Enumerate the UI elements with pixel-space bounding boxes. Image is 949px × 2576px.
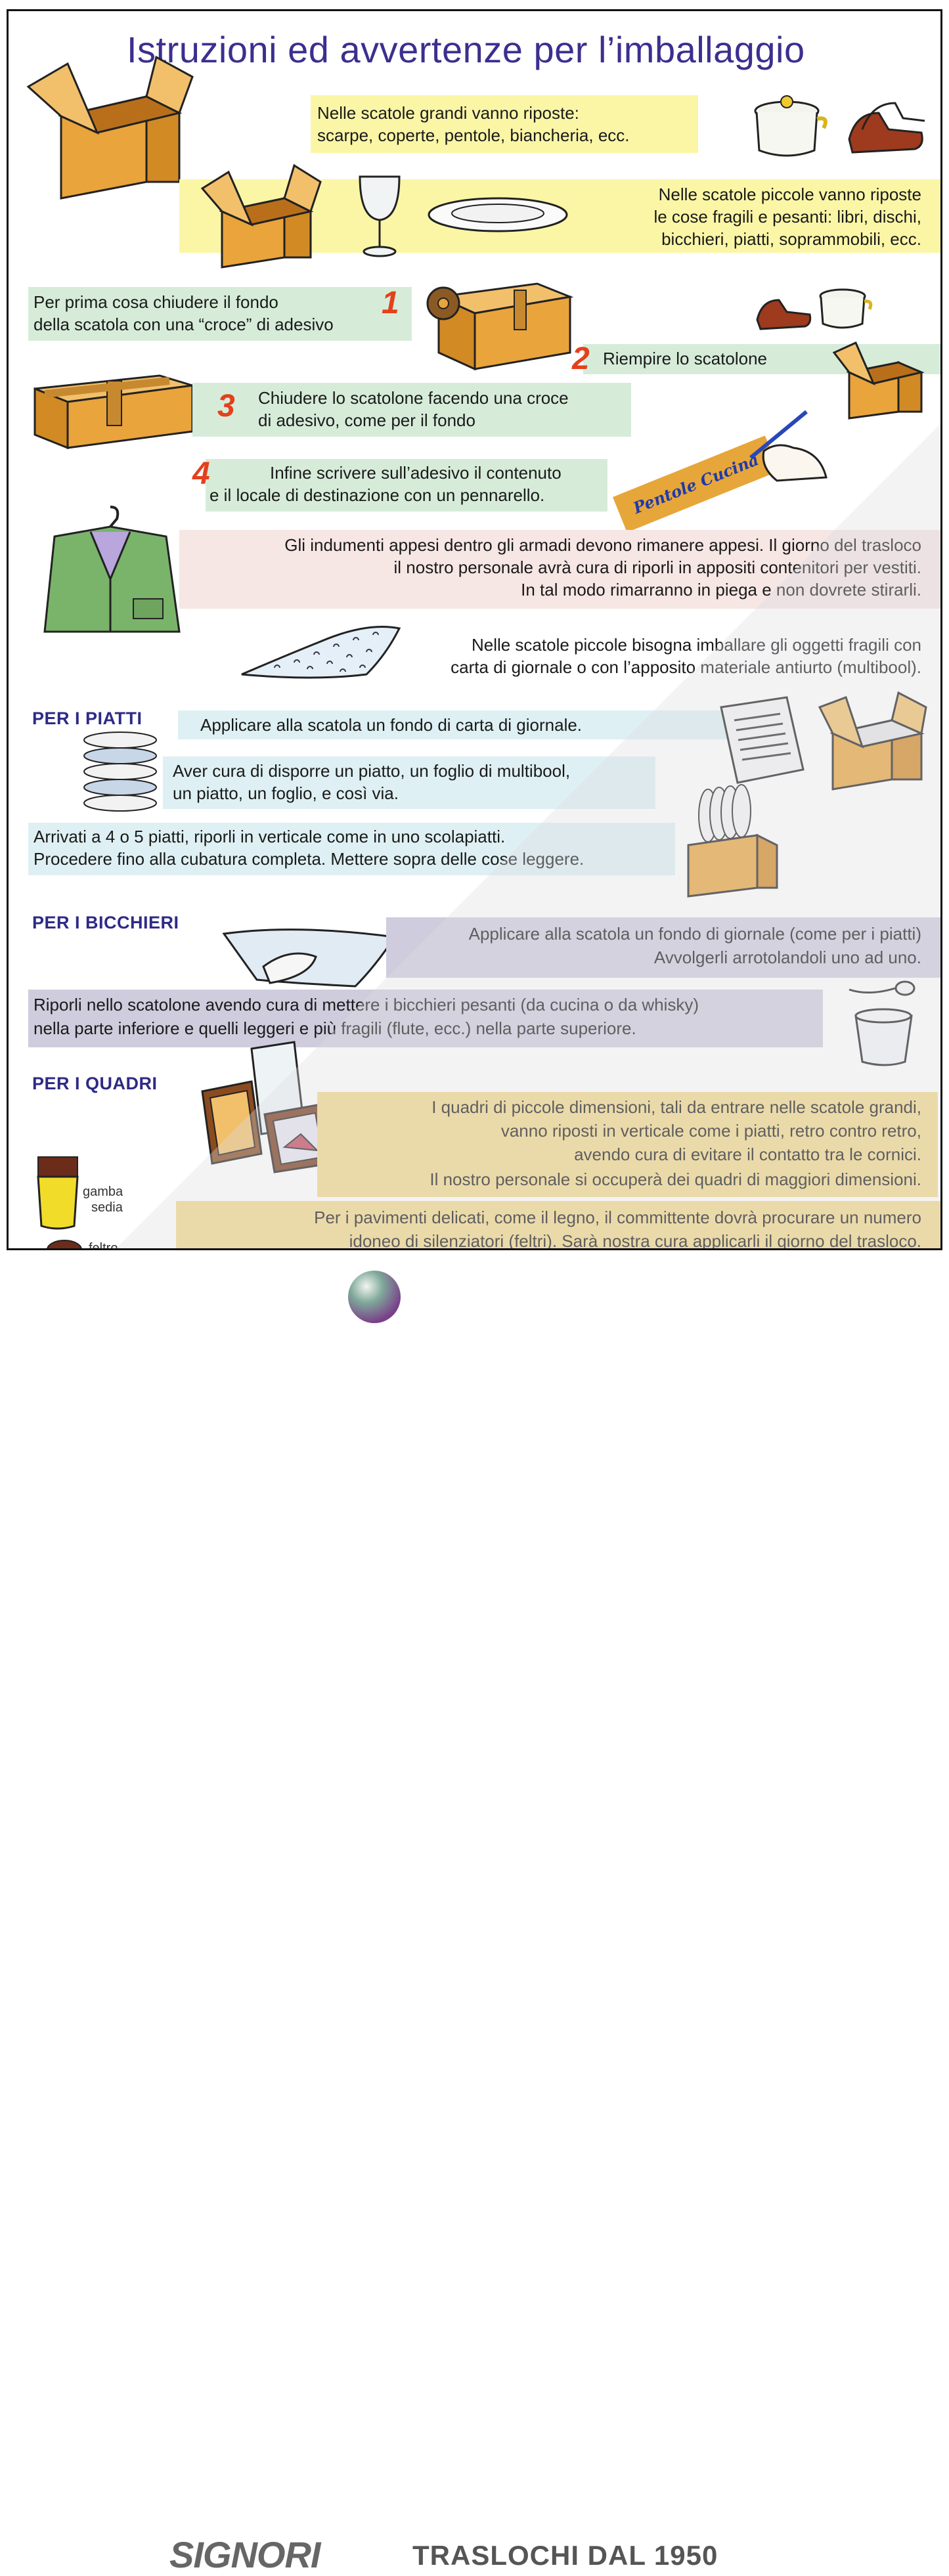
quadri-b-line-2: idoneo di silenziatori (feltri). Sarà no… <box>349 1231 921 1250</box>
step2-number: 2 <box>572 341 590 376</box>
quadri-b-band <box>176 1201 940 1248</box>
fragile-line-2: carta di giornale o con l’apposito mater… <box>451 657 921 677</box>
section-heading-quadri: PER I QUADRI <box>32 1074 158 1093</box>
piatti-b-line-1: Aver cura di disporre un piatto, un fogl… <box>173 761 571 781</box>
page-title: Istruzioni ed avvertenze per l’imballagg… <box>127 29 805 70</box>
bicchieri-a-band <box>386 917 940 978</box>
step3-line-2: di adesivo, come per il fondo <box>258 410 475 430</box>
footer: SIGNORI TRASLOCHI DAL 1950 <box>0 1261 949 2575</box>
step1-number: 1 <box>382 286 399 320</box>
small-boxes-line-2: le cose fragili e pesanti: libri, dischi… <box>653 207 921 227</box>
clothes-line-1: Gli indumenti appesi dentro gli armadi d… <box>284 535 921 555</box>
clothes-band <box>179 530 940 609</box>
bicchieri-b-band <box>28 990 823 1047</box>
wrapped-glass-icon <box>222 928 397 988</box>
glasses-icon <box>849 980 916 1066</box>
closed-box-icon <box>33 374 194 450</box>
instruction-poster: Istruzioni ed avvertenze per l’imballagg… <box>7 9 942 1250</box>
step4-line-2: e il locale di destinazione con un penna… <box>210 485 545 505</box>
fragile-line-1: Nelle scatole piccole bisogna imballare … <box>471 635 921 655</box>
step4-line-1: Infine scrivere sull’adesivo il contenut… <box>270 463 562 483</box>
section-heading-piatti: PER I PIATTI <box>32 709 143 728</box>
piatti-c-band <box>28 823 675 875</box>
plate-stack-icon <box>83 731 157 812</box>
pot-small-icon <box>819 288 873 329</box>
open-box-newspaper-icon <box>818 691 927 791</box>
taped-box-icon <box>426 282 574 371</box>
plate-icon <box>428 197 568 232</box>
piatti-a-line-1: Applicare alla scatola un fondo di carta… <box>200 715 583 735</box>
quadri-b-line-1: Per i pavimenti delicati, come il legno,… <box>314 1208 921 1227</box>
quadri-a-line-3: avendo cura di evitare il contatto tra l… <box>574 1145 921 1164</box>
piatti-b-line-2: un piatto, un foglio, e così via. <box>173 783 399 803</box>
step1-line-1: Per prima cosa chiudere il fondo <box>33 292 278 312</box>
picture-frames-icon <box>201 1041 332 1173</box>
bicchieri-a-line-1: Applicare alla scatola un fondo di giorn… <box>468 924 921 944</box>
piatti-c-line-1: Arrivati a 4 o 5 piatti, riporli in vert… <box>33 827 506 846</box>
piatti-c-line-2: Procedere fino alla cubatura completa. M… <box>33 849 585 869</box>
quadri-a-line-4: Il nostro personale si occuperà dei quad… <box>430 1169 921 1189</box>
quadri-a-line-2: vanno riposti in verticale come i piatti… <box>500 1121 921 1141</box>
quadri-a-line-1: I quadri di piccole dimensioni, tali da … <box>431 1097 921 1117</box>
vertical-plates-box-icon <box>687 784 778 898</box>
newspaper-icon <box>720 696 805 784</box>
piatti-b-band <box>163 756 655 809</box>
step3-number: 3 <box>217 389 235 424</box>
chair-leg-label-2: sedia <box>91 1200 123 1215</box>
step2-line-1: Riempire lo scatolone <box>603 349 768 368</box>
clothes-line-3: In tal modo rimarranno in piega e non do… <box>521 580 921 600</box>
section-heading-bicchieri: PER I BICCHIERI <box>32 913 179 932</box>
bubble-wrap-icon <box>241 626 401 679</box>
shoes-icon <box>848 102 925 154</box>
chair-leg-label-1: gamba <box>83 1185 123 1199</box>
step4-band <box>206 459 607 512</box>
bicchieri-b-line-2: nella parte inferiore e quelli leggeri e… <box>33 1018 636 1038</box>
big-boxes-line-2: scarpe, coperte, pentole, biancheria, ec… <box>317 125 630 145</box>
clothes-line-2: il nostro personale avrà cura di riporli… <box>393 557 922 577</box>
shoes-small-icon <box>756 299 812 330</box>
chair-leg-icon <box>37 1156 79 1230</box>
step3-line-1: Chiudere lo scatolone facendo una croce <box>258 388 569 408</box>
small-boxes-line-3: bicchieri, piatti, soprammobili, ecc. <box>661 229 921 249</box>
step1-line-2: della scatola con una “croce” di adesivo <box>33 315 334 334</box>
sphere-logo-icon <box>348 1271 401 1323</box>
step4-number: 4 <box>192 456 210 491</box>
hand-pen-icon <box>749 410 828 482</box>
bicchieri-a-line-2: Avvolgerli arrotolandoli uno ad uno. <box>653 948 921 967</box>
big-boxes-line-1: Nelle scatole grandi vanno riposte: <box>317 103 579 123</box>
step3-band <box>192 383 631 437</box>
piatti-a-band <box>178 710 730 739</box>
felt-pad-icon <box>47 1240 82 1248</box>
open-box-small-icon <box>200 164 322 269</box>
felt-label: feltro <box>89 1241 118 1250</box>
bicchieri-b-line-1: Riporli nello scatolone avendo cura di m… <box>33 995 699 1015</box>
slogan: TRASLOCHI DAL 1950 <box>412 2540 718 2571</box>
big-boxes-band <box>311 95 698 153</box>
brand-logo-text: SIGNORI <box>169 2534 320 2575</box>
open-box-large-icon <box>26 55 194 200</box>
small-boxes-line-1: Nelle scatole piccole vanno riposte <box>658 185 921 204</box>
open-box-filled-icon <box>832 341 925 420</box>
wine-glass-icon <box>359 175 401 257</box>
step1-band <box>28 287 412 341</box>
jacket-hanger-icon <box>43 506 181 633</box>
pot-icon <box>754 95 828 157</box>
quadri-a-band <box>317 1092 938 1197</box>
